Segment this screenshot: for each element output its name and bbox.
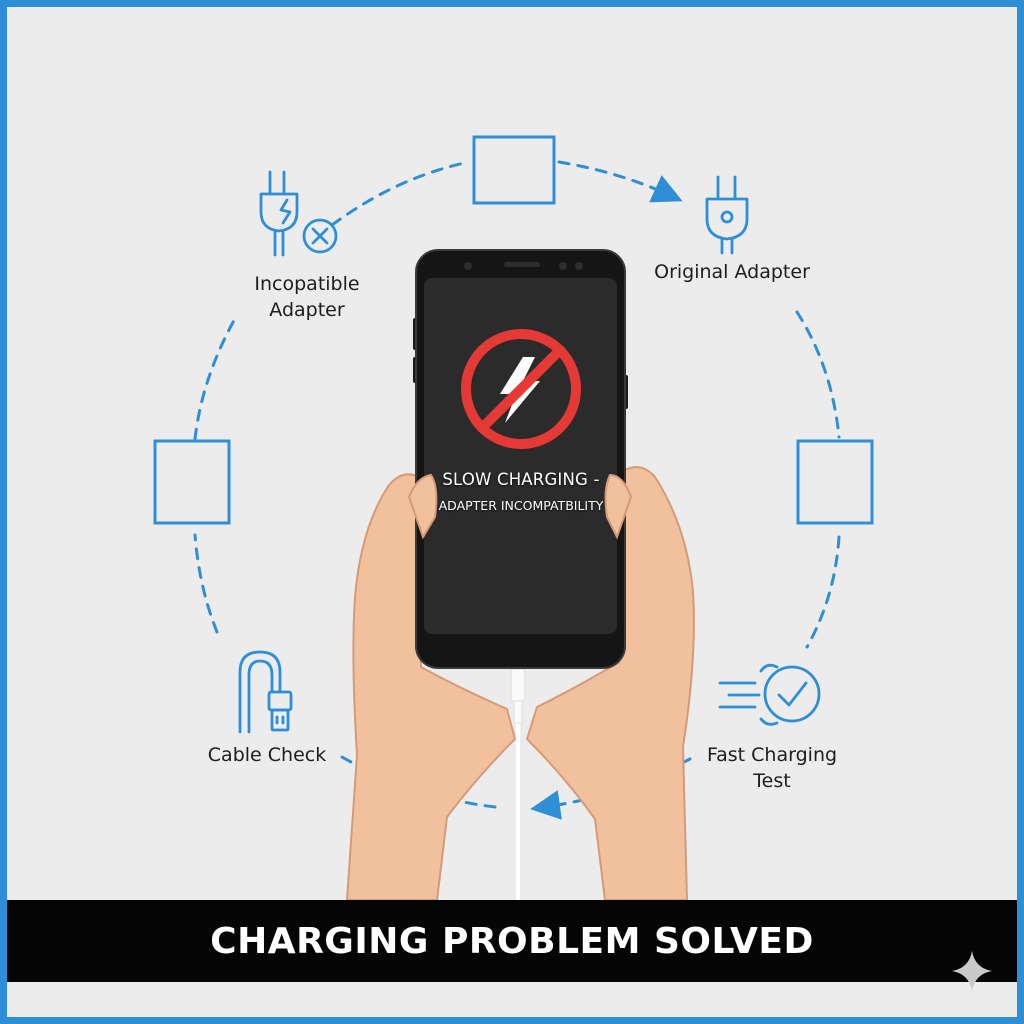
cycle-arc-upper-right <box>795 310 841 439</box>
title-banner: CHARGING PROBLEM SOLVED <box>7 900 1017 982</box>
label-cable-check: Cable Check <box>207 744 327 766</box>
no-lightning-icon <box>461 329 581 449</box>
sparkle-icon <box>952 951 992 991</box>
step-box-right <box>796 439 874 525</box>
smartphone <box>407 249 633 669</box>
front-camera <box>464 262 472 270</box>
charging-cable <box>510 668 526 906</box>
step-box-left <box>153 439 231 525</box>
label-original-adapter: Original Adapter <box>654 261 810 283</box>
banner-title: CHARGING PROBLEM SOLVED <box>210 920 814 962</box>
cycle-arc-top-left <box>330 160 471 227</box>
screen-title: SLOW CHARGING - <box>442 470 600 489</box>
label-incompatible-adapter: Incopatible Adapter <box>254 273 360 321</box>
usb-cable-icon <box>238 650 293 734</box>
plug-icon <box>705 175 749 255</box>
cycle-arc-upper-left <box>193 313 239 441</box>
right-hand <box>526 466 695 901</box>
step-box-top <box>472 135 556 205</box>
cycle-arc-lower-right <box>805 535 841 649</box>
right-thumb <box>604 473 633 540</box>
charging-cycle-diagram <box>153 135 874 906</box>
cycle-arc-top-right <box>557 160 683 203</box>
cycle-arc-lower-left <box>193 533 219 634</box>
left-thumb <box>407 473 438 540</box>
screen-subtitle: ADAPTER INCOMPATBILITY <box>438 498 604 513</box>
fast-check-icon <box>718 663 821 726</box>
left-hand <box>346 473 516 901</box>
label-fast-charging-test: Fast Charging Test <box>706 744 838 792</box>
broken-plug-x-icon <box>259 170 338 257</box>
hands <box>346 466 695 901</box>
